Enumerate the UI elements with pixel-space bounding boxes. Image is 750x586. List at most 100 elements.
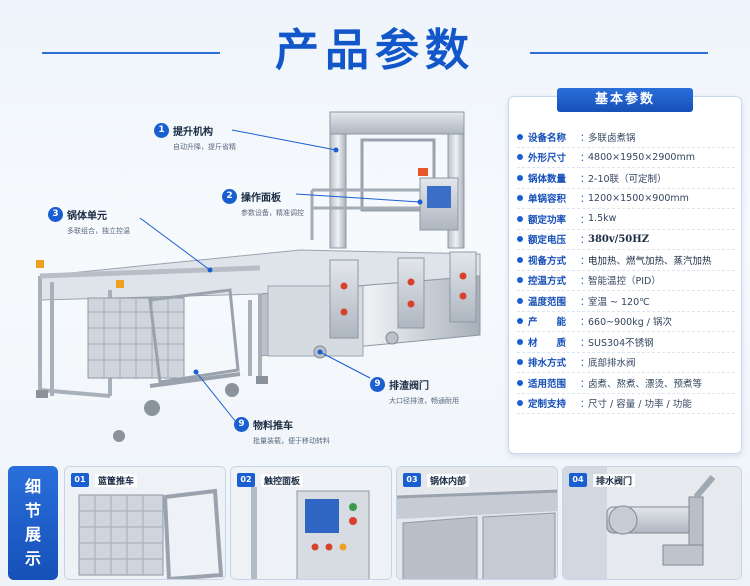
callout-title: 锅体单元 [67,211,107,222]
detail-card-number: 01 [71,473,89,487]
param-key: 材 质 [528,337,567,349]
param-sep: ： [580,358,590,370]
param-key: 额定电压 [528,235,567,247]
title-decor-left [42,52,220,54]
panel-header: 基本参数 [557,88,693,112]
param-key: 设备名称 [528,132,567,144]
param-row: 材 质 ：SUS304不锈钢 [517,332,735,353]
param-value: SUS304不锈钢 [588,337,654,349]
bullet-icon [517,338,523,345]
callout-title: 排渣阀门 [389,381,429,392]
detail-card-basket-cart[interactable]: 01 篮筐推车 [64,466,226,580]
param-row: 产 能：660~900kg / 锅次 [517,312,735,332]
param-value: 智能温控（PID） [588,276,661,288]
bullet-icon [517,318,523,325]
bullet-icon [517,215,523,222]
callout-panel: 2 操作面板 参数设备，精准调控 [222,186,304,218]
callout-number: 3 [48,207,63,222]
param-value: 2-10联（可定制） [588,173,667,185]
param-value: 室温 ~ 120℃ [588,296,650,308]
param-row: 排水方式 ：底部排水阀 [517,353,735,373]
param-value: 电加热、燃气加热、蒸汽加热 [588,255,712,267]
param-value: 1.5kw [588,213,617,225]
title-banner: 产品参数 [0,8,750,76]
bullet-icon [517,195,523,202]
callout-number: 9 [370,377,385,392]
param-value: 尺寸 / 容量 / 功率 / 功能 [588,399,692,411]
param-sep: ： [580,235,590,247]
detail-label-char: 示 [24,549,41,568]
callout-title: 物料推车 [253,421,293,432]
param-value: 380v/50HZ [588,233,650,245]
param-key: 视备方式 [528,255,567,267]
callout-pot-unit: 3 锅体单元 多联组合，独立控温 [48,204,130,236]
param-row: 外形尺寸 ：4800×1950×2900mm [517,148,735,168]
param-sep: ： [580,276,590,288]
param-value: 660~900kg / 锅次 [588,317,672,329]
pot-interior-image [397,467,557,579]
param-key: 控温方式 [528,276,567,288]
detail-card-drain-valve[interactable]: 04 排水阀门 [562,466,742,580]
param-sep: ： [580,317,590,329]
param-row: 视备方式 ：电加热、燃气加热、蒸汽加热 [517,250,735,271]
param-value: 多联卤煮锅 [588,132,636,144]
params-list: 设备名称：多联卤煮锅 外形尺寸：4800×1950×2900mm 锅体数量：2-… [517,127,735,414]
basket-cart-image [65,467,225,579]
param-key: 外形尺寸 [528,153,567,165]
callout-title: 提升机构 [173,127,213,138]
detail-card-number: 02 [237,473,255,487]
detail-label-char: 细 [24,477,41,496]
param-row: 定制支持：尺寸 / 容量 / 功率 / 功能 [517,394,735,414]
bullet-icon [517,133,523,140]
callout-desc: 多联组合，独立控温 [67,227,130,235]
bullet-icon [517,379,523,386]
param-value: 4800×1950×2900mm [588,151,695,163]
detail-label-char: 展 [24,525,41,544]
bullet-icon [517,174,523,181]
param-row: 控温方式 ：智能温控（PID） [517,271,735,291]
title-decor-right [530,52,708,54]
page-title: 产品参数 [275,25,475,76]
param-key: 排水方式 [528,358,567,370]
callout-desc: 参数设备，精准调控 [241,209,304,217]
param-sep: ： [580,255,590,267]
param-sep: ： [580,214,590,226]
param-key: 额定功率 [528,214,567,226]
param-value: 底部排水阀 [588,358,636,370]
bullet-icon [517,400,523,407]
param-sep: ： [580,132,590,144]
detail-card-title: 篮筐推车 [95,473,138,487]
param-value: 卤煮、熬煮、漂烫、预煮等 [588,378,703,390]
param-sep: ： [580,173,590,185]
param-sep: ： [580,194,590,206]
callout-number: 9 [234,417,249,432]
callout-lift: 1 提升机构 自动升降，提斤省精 [154,120,236,152]
callout-desc: 自动升降，提斤省精 [173,143,236,151]
detail-card-header: 04 排水阀门 [569,473,636,487]
param-row: 设备名称 ：多联卤煮锅 [517,127,735,148]
param-sep: ： [580,153,590,165]
callout-title: 操作面板 [241,193,281,204]
bullet-icon [517,154,523,161]
bullet-icon [517,277,523,284]
bullet-icon [517,236,523,243]
callout-number: 2 [222,189,237,204]
param-key: 适用范围 [528,378,567,390]
bullet-icon [517,359,523,366]
detail-section-label: 细 节 展 示 [8,466,58,580]
param-row: 适用范围 ：卤煮、熬煮、漂烫、预煮等 [517,373,735,394]
param-sep: ： [580,337,590,349]
param-sep: ： [580,378,590,390]
param-row: 额定功率 ：1.5kw [517,209,735,230]
param-key: 锅体数量 [528,173,567,185]
detail-card-title: 排水阀门 [593,473,636,487]
bullet-icon [517,256,523,263]
detail-label-char: 节 [24,501,41,520]
callout-number: 1 [154,123,169,138]
detail-card-number: 04 [569,473,587,487]
param-sep: ： [580,399,590,411]
